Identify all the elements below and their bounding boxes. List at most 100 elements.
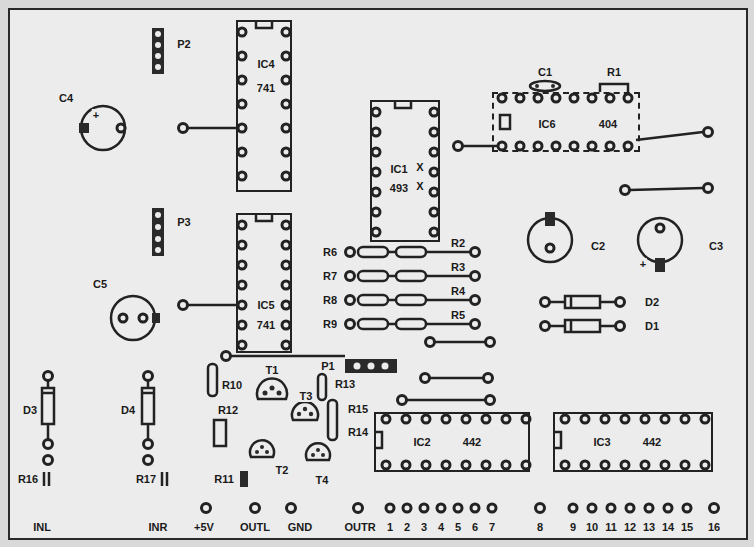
solder-pad [704,128,713,137]
pin-mark: X [415,161,424,173]
resistor-symbol [396,247,426,257]
ic-pin [565,414,706,425]
resistor-symbol [426,299,470,302]
pin-mark: X [415,180,424,192]
pin-header [155,236,161,242]
capacitor-label: C3 [708,240,724,252]
transistor-symbol [250,379,330,460]
resistor-symbol [48,472,51,486]
diode-symbol [616,322,625,331]
pin-header [155,247,161,253]
resistor-label: R9 [322,318,338,330]
electrolytic-capacitor [655,258,665,272]
polarity-mark: + [92,109,100,121]
pin-header [354,363,361,370]
diode-symbol [541,322,550,331]
electrolytic-capacitor [117,124,125,132]
pin-header [155,212,161,218]
terminal-pad [287,504,296,513]
ic-notch [256,20,561,448]
ic-pin [371,112,382,233]
ic-designator: IC5 [257,299,274,311]
resistor-label: R4 [450,285,466,297]
electrolytic-capacitor [139,314,147,322]
pin-number: 8 [536,521,544,533]
resistor-symbol [358,319,388,329]
resistor-symbol [471,296,480,305]
diode-symbol [541,298,550,307]
ic-pin [374,112,379,233]
ic-pin [281,32,292,177]
diode-symbol [44,372,53,381]
pin-header [368,363,375,370]
ic-part-number: 442 [643,436,661,448]
solder-pad [179,124,188,133]
diode-symbol [42,388,54,424]
ic-pin [386,460,527,471]
resistor-label: R5 [450,309,466,321]
diode-symbol [565,296,600,308]
diode-symbol [600,325,615,328]
trace [188,127,237,130]
transistor-symbol [277,391,282,396]
capacitor-label: C2 [590,240,606,252]
resistor-symbol [358,295,388,305]
terminal-pad [710,504,719,513]
capacitor-label: C4 [58,92,74,104]
diode-symbol [44,440,53,449]
diode-symbol [144,456,153,465]
ic-package: IC4741 [236,20,292,192]
terminal-label: OUTR [343,521,376,533]
electrolytic-capacitor [79,106,682,340]
trace [188,304,237,307]
pin-header [345,359,397,373]
solder-pad [454,142,463,151]
pin-header [152,28,164,74]
transistor-symbol [292,402,318,420]
resistor-symbol [346,296,355,305]
solder-pad [421,374,430,383]
ic-package: IC5741 [236,213,292,353]
ic-pin [386,414,527,425]
diode-symbol [565,320,600,332]
trace [630,188,703,190]
diode-symbol [570,320,573,332]
ceramic-capacitor [530,81,560,91]
terminal-pad [251,504,260,513]
resistor-symbol [426,275,470,278]
resistor-label: R2 [450,237,466,249]
trace [430,377,483,380]
transistor-label: T1 [265,364,280,376]
terminal-pad [390,503,493,514]
diode-symbol [570,296,573,308]
pin-number: 12 [623,521,637,533]
ic-pin [502,144,629,149]
terminal-pad [354,504,363,513]
resistor-label: R7 [322,270,338,282]
transistor-symbol [260,445,264,449]
ic-package: IC3442 [553,412,713,472]
terminal-pad [573,506,688,511]
diode-symbol [47,424,50,439]
resistor-symbol [471,320,480,329]
ic-package: IC2442 [374,412,530,472]
resistor-symbol [426,251,470,254]
ic-pin [565,463,706,468]
resistor-symbol [471,248,480,257]
terminal-pad [573,503,688,514]
ic-part-number: 493 [390,182,408,194]
pin-number: 14 [661,521,675,533]
resistor-label: R11 [213,473,235,485]
terminal-pad [390,506,493,511]
solder-pad [398,396,407,405]
ic-pin [237,225,248,346]
terminal-pad [202,504,211,513]
ic-pin [237,32,248,177]
ceramic-capacitor [530,81,560,91]
ceramic-capacitor [535,84,539,88]
diode-label: D4 [120,404,136,416]
resistor-symbol [44,84,628,487]
ic-designator: IC2 [413,436,430,448]
